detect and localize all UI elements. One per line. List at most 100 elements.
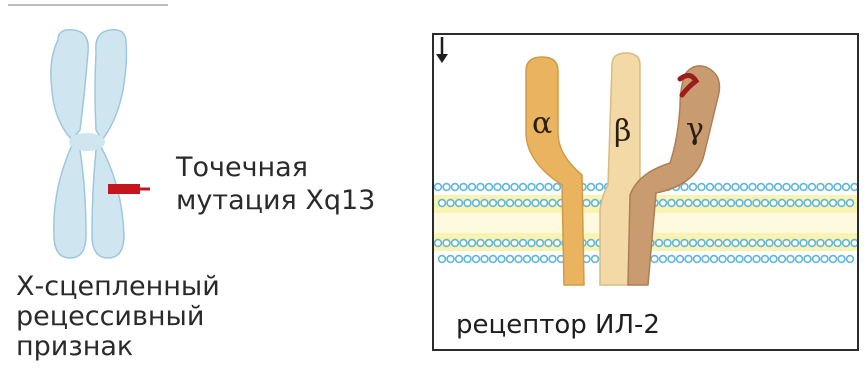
membrane-bead <box>456 200 463 207</box>
membrane-bead <box>588 240 595 247</box>
membrane-bead <box>651 256 658 263</box>
chromatid-left-upper <box>51 30 88 140</box>
membrane-bead <box>847 200 854 207</box>
membrane-bead <box>473 200 480 207</box>
membrane-bead <box>745 256 752 263</box>
membrane-bead <box>685 256 692 263</box>
membrane-bead <box>545 184 552 191</box>
membrane-bead <box>511 184 518 191</box>
down-arrow-icon <box>434 35 450 65</box>
membrane-bead <box>809 240 816 247</box>
membrane-bead <box>787 256 794 263</box>
membrane-bead <box>668 200 675 207</box>
membrane-bead <box>541 200 548 207</box>
membrane-bead <box>817 240 824 247</box>
membrane-bead <box>707 184 714 191</box>
mutation-label: Точечная мутация Xq13 <box>176 151 375 217</box>
membrane-bead <box>490 256 497 263</box>
membrane-bead <box>592 200 599 207</box>
membrane-bead <box>464 200 471 207</box>
membrane-bead <box>592 256 599 263</box>
membrane-bead <box>792 240 799 247</box>
membrane-bead <box>770 200 777 207</box>
membrane-bead <box>796 200 803 207</box>
membrane-bead <box>728 200 735 207</box>
membrane-bead <box>486 240 493 247</box>
membrane-bead <box>758 184 765 191</box>
membrane-bead <box>452 184 459 191</box>
membrane-bead <box>507 200 514 207</box>
membrane-bead <box>494 184 501 191</box>
membrane-bead <box>588 184 595 191</box>
membrane-bead <box>677 200 684 207</box>
membrane-bead <box>528 240 535 247</box>
membrane-bead <box>792 184 799 191</box>
membrane-bead <box>830 200 837 207</box>
membrane-bead <box>507 256 514 263</box>
membrane-bead <box>456 256 463 263</box>
membrane-bead <box>690 184 697 191</box>
trait-label-line1: Х-сцепленный <box>16 272 220 302</box>
trait-label: Х-сцепленный рецессивный признак <box>16 272 220 362</box>
membrane-bead <box>766 240 773 247</box>
membrane-bead <box>741 240 748 247</box>
membrane-bead <box>469 184 476 191</box>
membrane-bead <box>498 256 505 263</box>
membrane-bead <box>719 256 726 263</box>
membrane-bead <box>707 240 714 247</box>
membrane-bead <box>435 240 442 247</box>
membrane-bead <box>724 240 731 247</box>
membrane-bead <box>809 184 816 191</box>
membrane-bead <box>762 256 769 263</box>
receptor-caption: рецептор ИЛ-2 <box>456 310 660 340</box>
membrane-bead <box>545 240 552 247</box>
membrane-bead <box>749 240 756 247</box>
membrane-bead <box>447 200 454 207</box>
membrane-bead <box>596 184 603 191</box>
membrane-bead <box>681 184 688 191</box>
mutation-label-line1: Точечная <box>176 151 375 184</box>
membrane-bead <box>753 200 760 207</box>
alpha-label: α <box>532 106 552 141</box>
membrane-bead <box>532 200 539 207</box>
membrane-bead <box>736 200 743 207</box>
membrane-bead <box>452 240 459 247</box>
top-divider <box>8 4 168 6</box>
membrane-bead <box>515 256 522 263</box>
membrane-bead <box>834 184 841 191</box>
membrane-bead <box>673 240 680 247</box>
membrane-bead <box>753 256 760 263</box>
membrane-bead <box>554 184 561 191</box>
membrane-bead <box>732 184 739 191</box>
membrane-bead <box>511 240 518 247</box>
membrane-bead <box>698 240 705 247</box>
membrane-bead <box>813 256 820 263</box>
membrane-bead <box>813 200 820 207</box>
membrane-bead <box>702 200 709 207</box>
membrane-bead <box>549 200 556 207</box>
membrane-bead <box>690 240 697 247</box>
membrane-bead <box>537 240 544 247</box>
membrane-bead <box>435 184 442 191</box>
membrane-bead <box>494 240 501 247</box>
membrane-bead <box>490 200 497 207</box>
membrane-bead <box>524 200 531 207</box>
membrane-bead <box>443 240 450 247</box>
membrane-bead <box>660 256 667 263</box>
membrane-bead <box>779 200 786 207</box>
membrane-bead <box>443 184 450 191</box>
chromatid-right-upper <box>95 30 127 140</box>
membrane-bead <box>469 240 476 247</box>
membrane-bead <box>520 240 527 247</box>
gamma-subunit <box>628 66 720 285</box>
membrane-bead <box>447 256 454 263</box>
membrane-bead <box>834 240 841 247</box>
membrane-bead <box>749 184 756 191</box>
membrane-bead <box>843 184 850 191</box>
membrane-bead <box>826 184 833 191</box>
membrane-bead <box>677 256 684 263</box>
membrane-bead <box>804 256 811 263</box>
membrane-bead <box>783 184 790 191</box>
receptor-diagram: α β γ <box>434 35 857 349</box>
membrane-bead <box>503 240 510 247</box>
